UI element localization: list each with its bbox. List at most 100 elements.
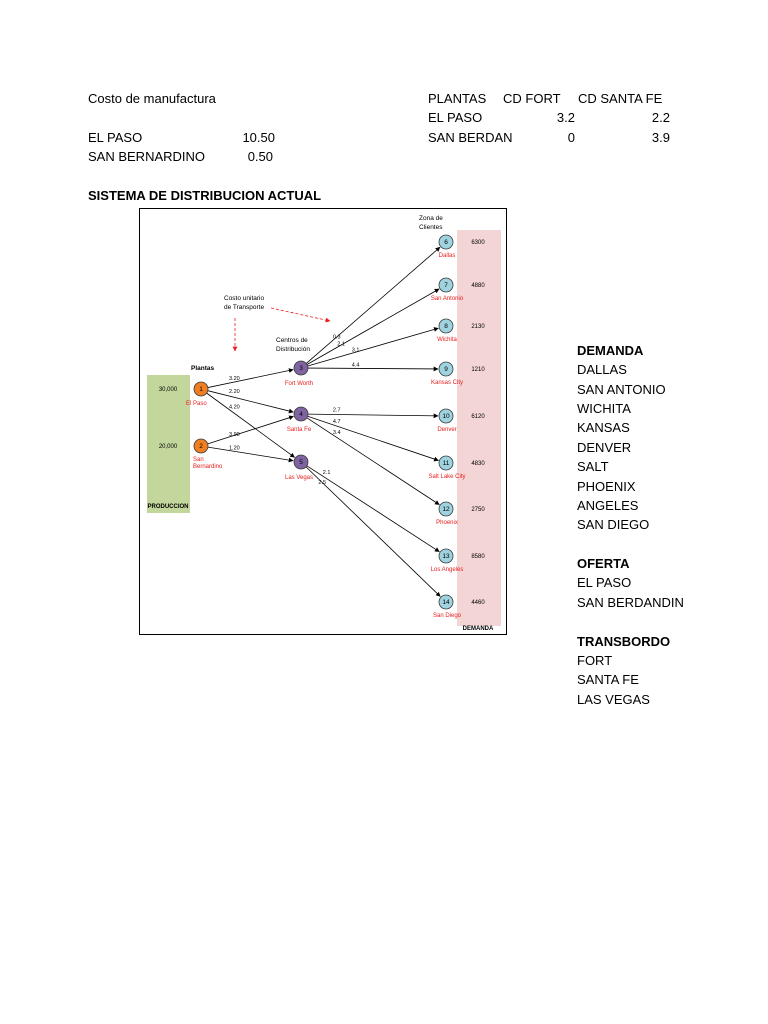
edge-1-5	[206, 392, 295, 458]
center-node-4-number: 4	[299, 411, 303, 418]
edge-1-4	[207, 390, 294, 414]
edge-5-13-cost: 2.1	[323, 470, 331, 476]
edge-4-12	[306, 417, 440, 505]
demand-item: DALLAS	[577, 362, 627, 377]
demand-item: WICHITA	[577, 401, 631, 416]
demand-item: KANSAS	[577, 420, 630, 435]
edge-4-12-cost: 3.4	[333, 430, 341, 436]
customer-name: Denver	[437, 427, 456, 433]
manufacturing-plant-elpaso: EL PASO	[88, 130, 143, 145]
transport-plant-elpaso: EL PASO	[428, 110, 483, 125]
customer-node-6-number: 6	[444, 239, 448, 246]
transport-sanberdan-fort: 0	[567, 130, 575, 145]
plant-name: San	[193, 457, 204, 463]
customer-demand: 4880	[471, 283, 485, 289]
transport-header-fort: CD FORT	[503, 91, 561, 106]
centers-label: Distribución	[276, 346, 310, 353]
transport-plant-sanberdan: SAN BERDAN	[428, 130, 513, 145]
edge-5-13	[306, 465, 440, 552]
customer-node-8-number: 8	[444, 323, 448, 330]
center-node-3	[293, 360, 309, 376]
customer-name: Los Angeles	[431, 567, 464, 573]
supply-item: SAN BERDANDIN	[577, 595, 684, 610]
transport-elpaso-santafe: 2.2	[651, 110, 670, 125]
transship-item: SANTA FE	[577, 672, 639, 687]
transport-elpaso-fort: 3.2	[556, 110, 575, 125]
customer-node-6	[438, 234, 454, 250]
section-title: SISTEMA DE DISTRIBUCION ACTUAL	[88, 188, 322, 203]
zone-label: Zona de	[419, 215, 443, 222]
customer-node-12	[438, 501, 454, 517]
manufacturing-cost-sanbernardino: 0.50	[247, 149, 273, 164]
customer-name: San Diego	[433, 613, 462, 619]
customer-name: Salt Lake City	[428, 474, 465, 480]
production-label: PRODUCCION	[147, 504, 188, 510]
transport-header-plants: PLANTAS	[428, 91, 487, 106]
transship-item: FORT	[577, 653, 613, 668]
center-name: Las Vegas	[285, 475, 313, 481]
customer-node-13	[438, 548, 454, 564]
edge-1-3	[207, 368, 294, 388]
customer-node-14	[438, 594, 454, 610]
center-name: Fort Worth	[285, 381, 313, 387]
demand-label: DEMANDA	[463, 626, 494, 632]
edge-3-8	[307, 327, 439, 367]
production-band	[147, 375, 190, 513]
transport-header-santafe: CD SANTA FE	[578, 91, 663, 106]
customer-demand: 1210	[471, 367, 485, 373]
customer-node-9	[438, 361, 454, 377]
customer-demand: 6120	[471, 414, 485, 420]
customer-demand: 4830	[471, 461, 485, 467]
customer-name: San Antonio	[431, 296, 464, 302]
customer-node-14-number: 14	[442, 599, 450, 606]
demand-item: PHOENIX	[577, 479, 636, 494]
customer-demand: 4460	[471, 600, 485, 606]
center-node-3-number: 3	[299, 365, 303, 372]
plant-name: El Paso	[186, 401, 207, 407]
edge-5-14-cost: 2.5	[318, 480, 326, 486]
customer-node-9-number: 9	[444, 366, 448, 373]
customer-name: Phoenix	[436, 520, 458, 526]
edge-2-4-cost: 3.90	[229, 432, 240, 438]
edge-2-5-cost: 1.20	[229, 445, 240, 451]
transship-title: TRANSBORDO	[577, 634, 671, 649]
centers-label: Centros de	[276, 337, 308, 344]
edge-1-3-cost: 3.20	[229, 376, 240, 382]
center-node-5	[293, 454, 309, 470]
demand-item: DENVER	[577, 440, 632, 455]
customer-demand: 2750	[471, 507, 485, 513]
customer-name: Kansas City	[431, 380, 463, 386]
customer-node-8	[438, 318, 454, 334]
edge-3-9	[307, 366, 439, 372]
customer-name: Wichita	[437, 337, 457, 343]
supply-title: OFERTA	[577, 556, 630, 571]
edge-3-6	[306, 246, 441, 364]
edge-3-7-cost: 2.1	[337, 341, 345, 347]
supply-item: EL PASO	[577, 575, 632, 590]
edge-1-4-cost: 2.20	[229, 389, 240, 395]
plant-name: Bernardino	[193, 464, 223, 470]
manufacturing-plant-sanbernardino: SAN BERNARDINO	[88, 149, 206, 164]
customer-node-11-number: 11	[443, 460, 450, 467]
demand-item: ANGELES	[577, 498, 639, 513]
plant-node-1	[193, 381, 209, 397]
zone-label: Clientes	[419, 224, 443, 231]
customer-node-7-number: 7	[444, 282, 448, 289]
edge-4-11	[307, 415, 439, 462]
edge-4-10	[307, 413, 439, 419]
plant-node-1-number: 1	[199, 386, 203, 393]
customer-node-10	[438, 408, 454, 424]
cost-annotation-arrow-right	[270, 307, 331, 323]
manufacturing-title: Costo de manufactura	[88, 91, 216, 106]
customer-node-10-number: 10	[442, 413, 450, 420]
customer-name: Dallas	[439, 253, 456, 259]
center-name: Santa Fe	[287, 427, 312, 433]
transship-item: LAS VEGAS	[577, 692, 650, 707]
plants-label: Plantas	[191, 365, 215, 372]
edge-1-5-cost: 4.20	[229, 404, 240, 410]
demand-title: DEMANDA	[577, 343, 644, 358]
edge-3-8-cost: 3.1	[352, 347, 360, 353]
demand-item: SAN ANTONIO	[577, 382, 666, 397]
manufacturing-cost-elpaso: 10.50	[242, 130, 275, 145]
center-node-5-number: 5	[299, 459, 303, 466]
